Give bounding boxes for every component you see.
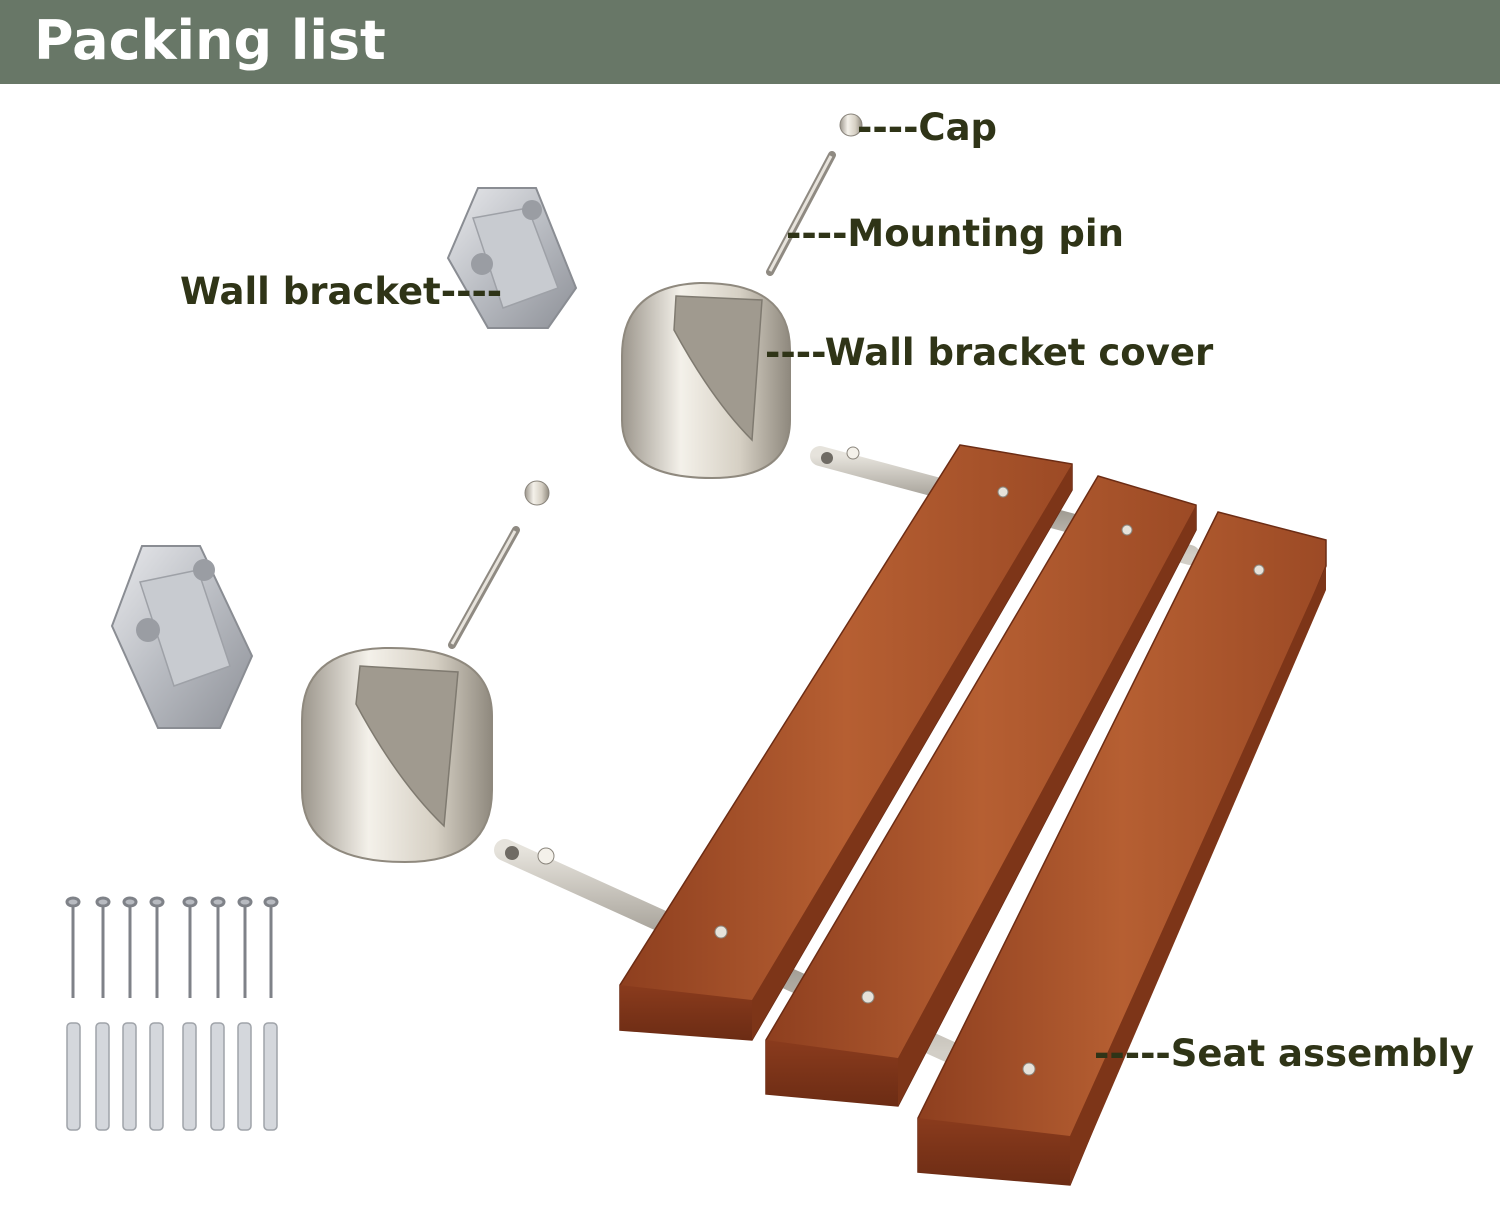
- wall-bracket-cover-icon: [621, 281, 791, 480]
- mounting-pin-icon: [448, 526, 520, 649]
- wall-bracket-cover-icon: [301, 646, 493, 864]
- header-banner: Packing list: [0, 0, 1500, 84]
- cap-icon: [524, 480, 550, 506]
- seat-assembly-icon: [494, 444, 1327, 1186]
- wall-bracket-icon: [110, 545, 254, 729]
- cap-label: ----Cap: [857, 106, 998, 149]
- wall-bracket-icon: [446, 187, 578, 329]
- seat-assembly-label: -----Seat assembly: [1094, 1032, 1475, 1075]
- wall-bracket-label: Wall bracket----: [180, 270, 503, 313]
- screw-icon: [65, 896, 279, 998]
- cap-icon: [839, 113, 863, 137]
- page-title: Packing list: [34, 9, 386, 72]
- packing-list-illustration: [65, 113, 1327, 1186]
- wall-bracket-cover-label: ----Wall bracket cover: [765, 331, 1214, 374]
- mounting-pin-label: ----Mounting pin: [786, 212, 1124, 255]
- mounting-pin-icon: [766, 151, 836, 276]
- wall-anchor-icon: [66, 1022, 278, 1131]
